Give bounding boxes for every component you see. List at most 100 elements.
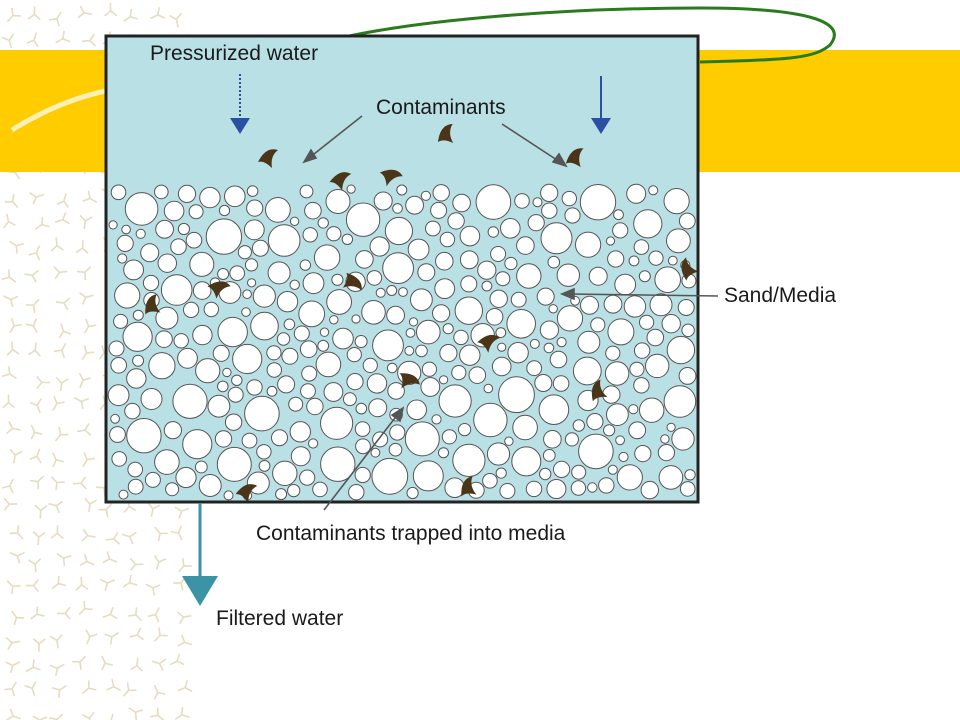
pattern-glyph [79, 292, 94, 305]
sand-grain [127, 478, 144, 495]
pattern-glyph [105, 531, 121, 545]
sand-grain [154, 449, 180, 475]
contaminant-particle [329, 172, 352, 191]
sand-grain [638, 270, 651, 283]
sand-grain [442, 323, 454, 335]
sand-grain [623, 295, 647, 318]
sand-grain [678, 212, 696, 230]
pattern-glyph [177, 634, 193, 647]
sand-grain [447, 212, 465, 230]
sand-grain [362, 357, 378, 373]
sand-grain [346, 184, 356, 194]
sand-grain [277, 375, 296, 394]
sand-grain [504, 256, 518, 271]
sand-grain [214, 430, 233, 448]
sand-grain [207, 394, 231, 418]
contaminant-particle [565, 148, 584, 168]
sand-grain [539, 320, 560, 340]
sand-grain [373, 191, 393, 211]
sand-grain [113, 313, 129, 329]
contaminant-particles [145, 124, 699, 503]
sand-grain [132, 354, 145, 367]
pattern-glyph [26, 32, 39, 48]
pattern-glyph [154, 526, 168, 542]
pattern-glyph [51, 575, 67, 590]
sand-grain [290, 446, 311, 467]
sand-grain [177, 184, 197, 203]
pattern-glyph [50, 525, 64, 540]
pattern-glyph [75, 576, 89, 591]
sand-grain [495, 271, 511, 287]
sand-grain [317, 339, 330, 352]
sand-grain [552, 375, 570, 392]
sand-grain [410, 288, 433, 312]
sand-grain [575, 231, 602, 258]
sand-grain [124, 192, 159, 226]
pattern-glyph [1, 269, 17, 283]
pattern-glyph [2, 394, 16, 409]
sand-grain [124, 402, 141, 420]
sand-grain [604, 361, 630, 386]
sand-grain [661, 314, 681, 334]
sand-grain [603, 424, 616, 437]
sand-grain [170, 238, 187, 255]
sand-grain [288, 396, 304, 412]
filtered-water-arrow [182, 503, 218, 606]
sand-grain [578, 433, 614, 470]
sand-grain [435, 251, 454, 271]
sand-grain [157, 253, 178, 273]
pattern-glyph [48, 11, 62, 27]
sand-grain [439, 231, 456, 248]
contaminant-particle [681, 257, 699, 281]
sand-grain [117, 253, 128, 264]
sand-grain [561, 190, 577, 207]
pattern-glyph [58, 323, 72, 339]
sand-grain [355, 438, 371, 455]
pattern-glyph [129, 627, 144, 641]
sand-grain [586, 413, 604, 431]
contaminant-particle [461, 476, 477, 497]
pattern-glyph [102, 606, 118, 620]
sand-grain [243, 219, 265, 241]
pattern-glyph [24, 681, 37, 697]
pattern-glyph [3, 497, 18, 511]
sand-grain [114, 282, 141, 309]
sand-grain [406, 486, 419, 500]
sand-grain [658, 465, 684, 490]
sand-grain [301, 365, 318, 382]
sand-grain [325, 189, 351, 214]
sand-grain [485, 308, 504, 326]
contaminants-trapped-label: Contaminants trapped into media [256, 522, 566, 545]
sand-grain [384, 216, 413, 246]
pattern-glyph [4, 193, 19, 209]
sand-grain [326, 289, 353, 315]
sand-grain [613, 209, 624, 221]
sand-grain [633, 209, 663, 239]
pattern-glyph [30, 475, 45, 490]
sand-grain [289, 421, 311, 443]
sand-grain [439, 375, 449, 385]
pattern-glyph [103, 713, 119, 720]
pattern-glyph [81, 345, 95, 360]
sand-grain [308, 438, 319, 449]
pattern-glyph [9, 551, 25, 564]
sand-grain [660, 434, 670, 444]
pattern-glyph [122, 574, 138, 588]
sand-grain [614, 273, 637, 296]
sand-grain [420, 377, 441, 397]
sand-grain [588, 266, 608, 286]
sand-grain [633, 239, 650, 255]
sand-grain [663, 385, 697, 418]
sand-grain [109, 426, 126, 443]
pattern-glyph [34, 504, 48, 519]
sand-grain [392, 203, 403, 214]
sand-grain [454, 296, 483, 325]
sand-grain [192, 324, 213, 346]
sand-grain [439, 344, 458, 363]
sand-grain [475, 184, 512, 220]
sand-grain [510, 291, 527, 308]
sand-grain [451, 365, 467, 381]
sand-grain [452, 193, 471, 213]
pattern-glyph [30, 606, 45, 620]
pattern-glyph [106, 679, 122, 692]
